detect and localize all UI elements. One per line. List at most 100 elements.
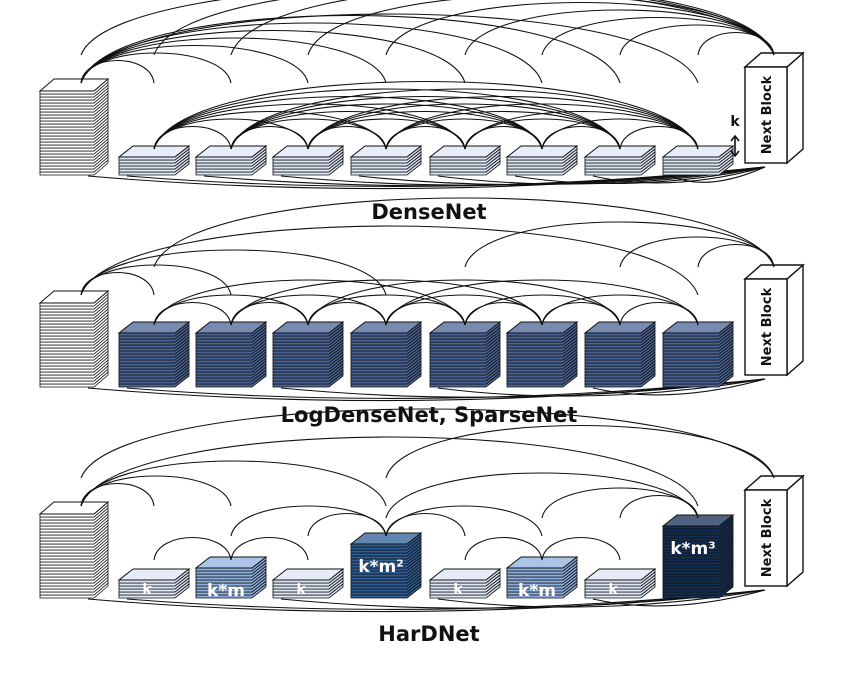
output-connection xyxy=(670,166,766,183)
skip-connection xyxy=(697,31,775,56)
output-connection xyxy=(87,589,766,613)
skip-connection xyxy=(619,24,775,56)
skip-connection xyxy=(385,279,699,326)
skip-connection xyxy=(230,88,699,150)
skip-connection xyxy=(385,505,543,537)
next-block-label: Next Block xyxy=(760,498,775,577)
output-connection xyxy=(87,378,766,402)
panel-caption: HarDNet xyxy=(378,622,479,646)
skip-connection xyxy=(80,44,309,84)
layer-stack xyxy=(194,321,268,388)
layer-stack xyxy=(194,556,268,599)
output-connection xyxy=(592,166,766,184)
output-connection xyxy=(514,166,766,185)
skip-connection xyxy=(153,294,309,326)
skip-connections xyxy=(80,197,775,326)
skip-connection xyxy=(80,14,621,84)
layer-stack xyxy=(271,321,345,388)
skip-connection xyxy=(385,472,699,519)
skip-connection xyxy=(307,279,621,326)
skip-connection xyxy=(385,110,621,150)
output-connection xyxy=(592,589,766,607)
next-block-label: Next Block xyxy=(760,75,775,154)
layer-stack xyxy=(661,145,735,176)
layer-stack xyxy=(661,321,735,388)
skip-connection xyxy=(541,487,699,519)
skip-connection xyxy=(80,249,387,296)
output-connection xyxy=(87,166,766,190)
skip-connection xyxy=(464,536,543,561)
skip-connection xyxy=(153,197,775,268)
skip-connection xyxy=(307,110,543,150)
skip-connection xyxy=(464,294,621,326)
input-feature-stack xyxy=(38,78,110,176)
layer-label: k xyxy=(608,582,618,598)
skip-connection xyxy=(80,436,699,507)
skip-connection xyxy=(307,294,466,326)
layer-stack xyxy=(117,568,191,599)
skip-connection xyxy=(153,279,466,326)
layer-stack xyxy=(505,145,579,176)
skip-connection xyxy=(385,425,775,479)
panel-caption: DenseNet xyxy=(371,200,486,224)
output-connection xyxy=(592,378,766,396)
input-feature-stack xyxy=(38,290,110,388)
skip-connection xyxy=(307,118,466,150)
skip-connection xyxy=(230,279,543,326)
layer-stack xyxy=(194,145,268,176)
skip-connection xyxy=(80,37,387,84)
skip-connection xyxy=(80,225,699,296)
next-block: Next Block xyxy=(743,263,805,377)
input-feature-stack xyxy=(38,501,110,599)
skip-connection xyxy=(307,0,775,56)
layer-label: k*m xyxy=(518,581,556,601)
layer-stack xyxy=(505,321,579,388)
layer-stack xyxy=(428,321,502,388)
layer-label: k xyxy=(142,582,152,598)
skip-connection xyxy=(619,125,699,150)
next-block: Next Block xyxy=(743,474,805,588)
layer-label: k*m³ xyxy=(670,539,715,559)
skip-connection xyxy=(230,505,387,537)
layer-stack xyxy=(505,556,579,599)
panel-caption: LogDenseNet, SparseNet xyxy=(281,403,578,427)
skip-connection xyxy=(307,96,699,150)
layer-stack xyxy=(349,321,423,388)
layer-stack xyxy=(349,145,423,176)
skip-connection xyxy=(80,13,699,84)
skip-connection xyxy=(80,460,387,507)
layer-stack xyxy=(117,321,191,388)
growth-rate-label: k xyxy=(730,114,740,130)
skip-connections xyxy=(80,408,775,561)
layer-stack xyxy=(583,568,657,599)
skip-connection xyxy=(619,236,775,268)
layer-stack xyxy=(271,145,345,176)
skip-connection xyxy=(697,243,775,268)
layer-stack xyxy=(583,145,657,176)
growth-rate-marker: k xyxy=(730,114,740,158)
layer-stack xyxy=(349,532,423,599)
next-block-label: Next Block xyxy=(760,287,775,366)
layer-label: k*m² xyxy=(358,557,403,577)
layer-stack xyxy=(583,321,657,388)
skip-connection xyxy=(464,221,775,268)
skip-connection xyxy=(541,536,621,561)
layer-stack xyxy=(661,514,735,599)
layer-stack xyxy=(271,568,345,599)
skip-connection xyxy=(541,118,699,150)
next-block: Next Block xyxy=(743,51,805,165)
layer-label: k xyxy=(453,582,463,598)
skip-connection xyxy=(230,96,621,150)
skip-connection xyxy=(153,81,699,150)
layer-stack xyxy=(428,568,502,599)
layer-stack xyxy=(117,145,191,176)
layer-label: k xyxy=(296,582,306,598)
skip-connection xyxy=(541,294,699,326)
layer-stack xyxy=(428,145,502,176)
skip-connection xyxy=(153,536,232,561)
